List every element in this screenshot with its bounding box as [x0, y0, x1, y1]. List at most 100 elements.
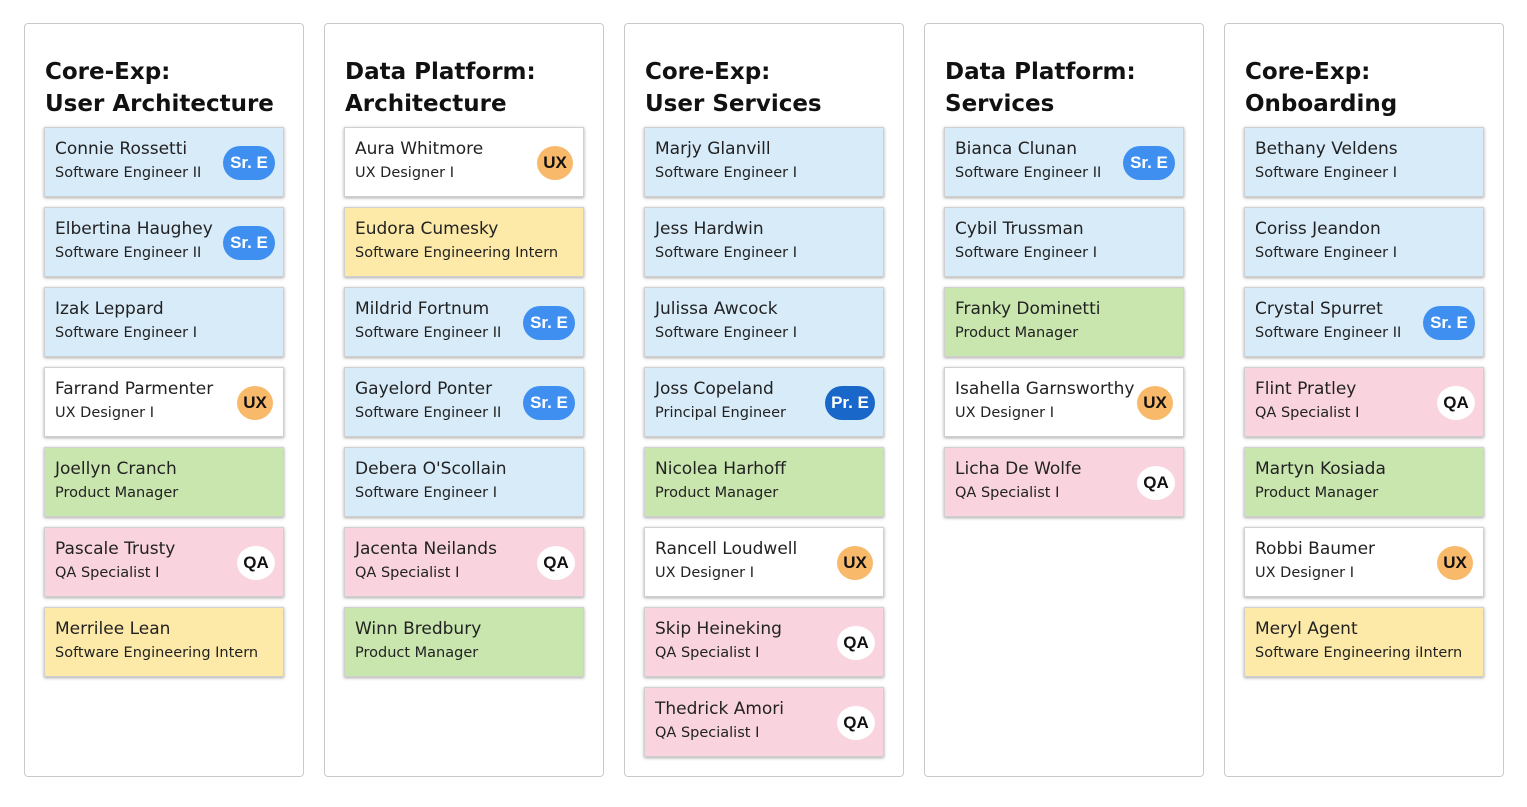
member-name: Isahella Garnsworthy — [955, 379, 1135, 399]
member-name: Aura Whitmore — [355, 139, 484, 159]
member-name: Eudora Cumesky — [355, 219, 499, 239]
member-role: Software Engineer II — [55, 245, 202, 261]
member-name: Marjy Glanvill — [655, 139, 771, 159]
member-card[interactable]: Licha De Wolfe QA Specialist I QA — [944, 447, 1184, 517]
member-card[interactable]: Robbi Baumer UX Designer I UX — [1244, 527, 1484, 597]
member-name: Rancell Loudwell — [655, 539, 798, 559]
member-card[interactable]: Rancell Loudwell UX Designer I UX — [644, 527, 884, 597]
role-badge: UX — [237, 386, 273, 420]
member-role: Software Engineer II — [355, 325, 502, 341]
role-badge: UX — [1437, 546, 1473, 580]
role-badge: Pr. E — [825, 386, 875, 420]
member-name: Bethany Veldens — [1255, 139, 1398, 159]
member-role: QA Specialist I — [955, 485, 1060, 501]
role-badge: Sr. E — [523, 306, 575, 340]
member-role: Software Engineer I — [655, 245, 797, 261]
member-name: Franky Dominetti — [955, 299, 1101, 319]
member-name: Licha De Wolfe — [955, 459, 1082, 479]
member-role: UX Designer I — [1255, 565, 1354, 581]
member-name: Skip Heineking — [655, 619, 782, 639]
member-role: Software Engineer I — [655, 165, 797, 181]
member-name: Crystal Spurret — [1255, 299, 1383, 319]
member-role: UX Designer I — [655, 565, 754, 581]
member-role: Principal Engineer — [655, 405, 786, 421]
role-badge: Sr. E — [1123, 146, 1175, 180]
role-badge: QA — [1137, 466, 1175, 500]
member-name: Joss Copeland — [655, 379, 774, 399]
member-name: Gayelord Ponter — [355, 379, 493, 399]
member-role: Software Engineer I — [55, 325, 197, 341]
member-name: Thedrick Amori — [655, 699, 785, 719]
member-role: Software Engineer II — [1255, 325, 1402, 341]
member-role: Software Engineer II — [55, 165, 202, 181]
role-badge: QA — [837, 706, 875, 740]
member-role: Product Manager — [355, 645, 479, 661]
team-title: Core-Exp: User Architecture — [45, 59, 274, 117]
member-role: Software Engineer I — [355, 485, 497, 501]
member-name: Joellyn Cranch — [55, 459, 177, 479]
member-role: Product Manager — [55, 485, 179, 501]
member-name: Bianca Clunan — [955, 139, 1078, 159]
role-badge: Sr. E — [523, 386, 575, 420]
member-name: Winn Bredbury — [355, 619, 482, 639]
team-title: Data Platform: Services — [945, 59, 1136, 117]
member-role: UX Designer I — [55, 405, 154, 421]
role-badge: UX — [837, 546, 873, 580]
member-role: UX Designer I — [355, 165, 454, 181]
member-role: Software Engineer I — [955, 245, 1097, 261]
role-badge: QA — [237, 546, 275, 580]
member-name: Robbi Baumer — [1255, 539, 1376, 559]
member-role: QA Specialist I — [1255, 405, 1360, 421]
role-badge: Sr. E — [1423, 306, 1475, 340]
member-role: Software Engineering Intern — [355, 245, 559, 261]
team-title: Core-Exp: User Services — [645, 59, 822, 117]
role-badge: QA — [537, 546, 575, 580]
member-role: Software Engineering iIntern — [1255, 645, 1463, 661]
member-role: Software Engineer II — [355, 405, 502, 421]
member-card[interactable]: Farrand Parmenter UX Designer I UX — [44, 367, 284, 437]
member-name: Connie Rossetti — [55, 139, 188, 159]
member-role: Product Manager — [1255, 485, 1379, 501]
member-name: Nicolea Harhoff — [655, 459, 786, 479]
member-name: Merrilee Lean — [55, 619, 171, 639]
member-name: Izak Leppard — [55, 299, 164, 319]
role-badge: Sr. E — [223, 226, 275, 260]
member-role: Software Engineer I — [1255, 165, 1397, 181]
member-role: UX Designer I — [955, 405, 1054, 421]
member-name: Farrand Parmenter — [55, 379, 214, 399]
